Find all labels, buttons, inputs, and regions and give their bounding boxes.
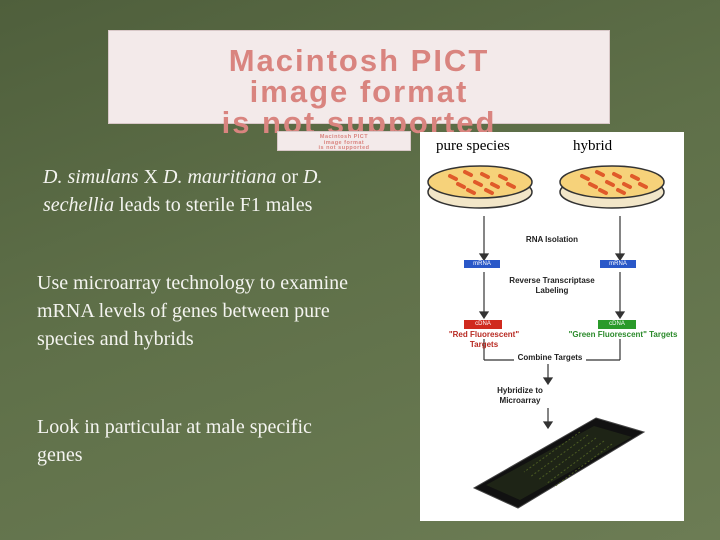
label-hybrid: hybrid xyxy=(573,138,613,154)
text-sterile: leads to sterile F1 males xyxy=(114,194,313,216)
text-x: X xyxy=(138,166,164,188)
label-pure-species: pure species xyxy=(436,138,510,154)
step-hybridize: Hybridize to Microarray xyxy=(497,386,543,405)
pict-line-2: image format xyxy=(249,74,469,109)
pict-placeholder-large: Macintosh PICT image format is not suppo… xyxy=(108,30,610,138)
petri-dish-hybrid xyxy=(559,165,665,209)
text-or: or xyxy=(276,166,304,188)
mrna-tag-pure: mRNA xyxy=(464,260,500,268)
pict-small-line-3: is not supported xyxy=(318,145,370,151)
microarray-workflow-figure: pure species hybrid xyxy=(420,132,684,521)
cdna-tag-red: cDNA xyxy=(464,320,502,329)
text-microarray-method: Use microarray technology to examine mRN… xyxy=(37,272,348,350)
label-red-targets: "Red Fluorescent" Targets xyxy=(448,330,520,349)
petri-dish-pure xyxy=(427,165,533,209)
species-sechellia: D. sechellia xyxy=(43,166,323,216)
species-mauritiana: D. mauritiana xyxy=(163,166,277,188)
workflow-graphics xyxy=(427,165,665,509)
mrna-tag-hybrid: mRNA xyxy=(600,260,636,268)
pict-small-line-1: Macintosh PICT xyxy=(319,134,369,140)
pict-small-line-2: image format xyxy=(323,139,365,146)
microarray-slide xyxy=(472,417,646,509)
cdna-tag-green: cDNA xyxy=(598,320,636,329)
text-male-genes: Look in particular at male specific gene… xyxy=(37,416,312,466)
step-reverse-transcriptase: Reverse Transcriptase Labeling xyxy=(509,276,595,295)
pict-line-1: Macintosh PICT xyxy=(228,43,490,78)
step-combine-targets: Combine Targets xyxy=(517,353,583,362)
pict-placeholder-small: Macintosh PICT image format is not suppo… xyxy=(277,131,411,151)
label-green-targets: "Green Fluorescent" Targets xyxy=(568,330,678,339)
text-cross-description: D. simulans X D. mauritiana or D. sechel… xyxy=(43,163,353,219)
step-rna-isolation: RNA Isolation xyxy=(525,235,579,244)
species-simulans: D. simulans xyxy=(43,166,139,188)
